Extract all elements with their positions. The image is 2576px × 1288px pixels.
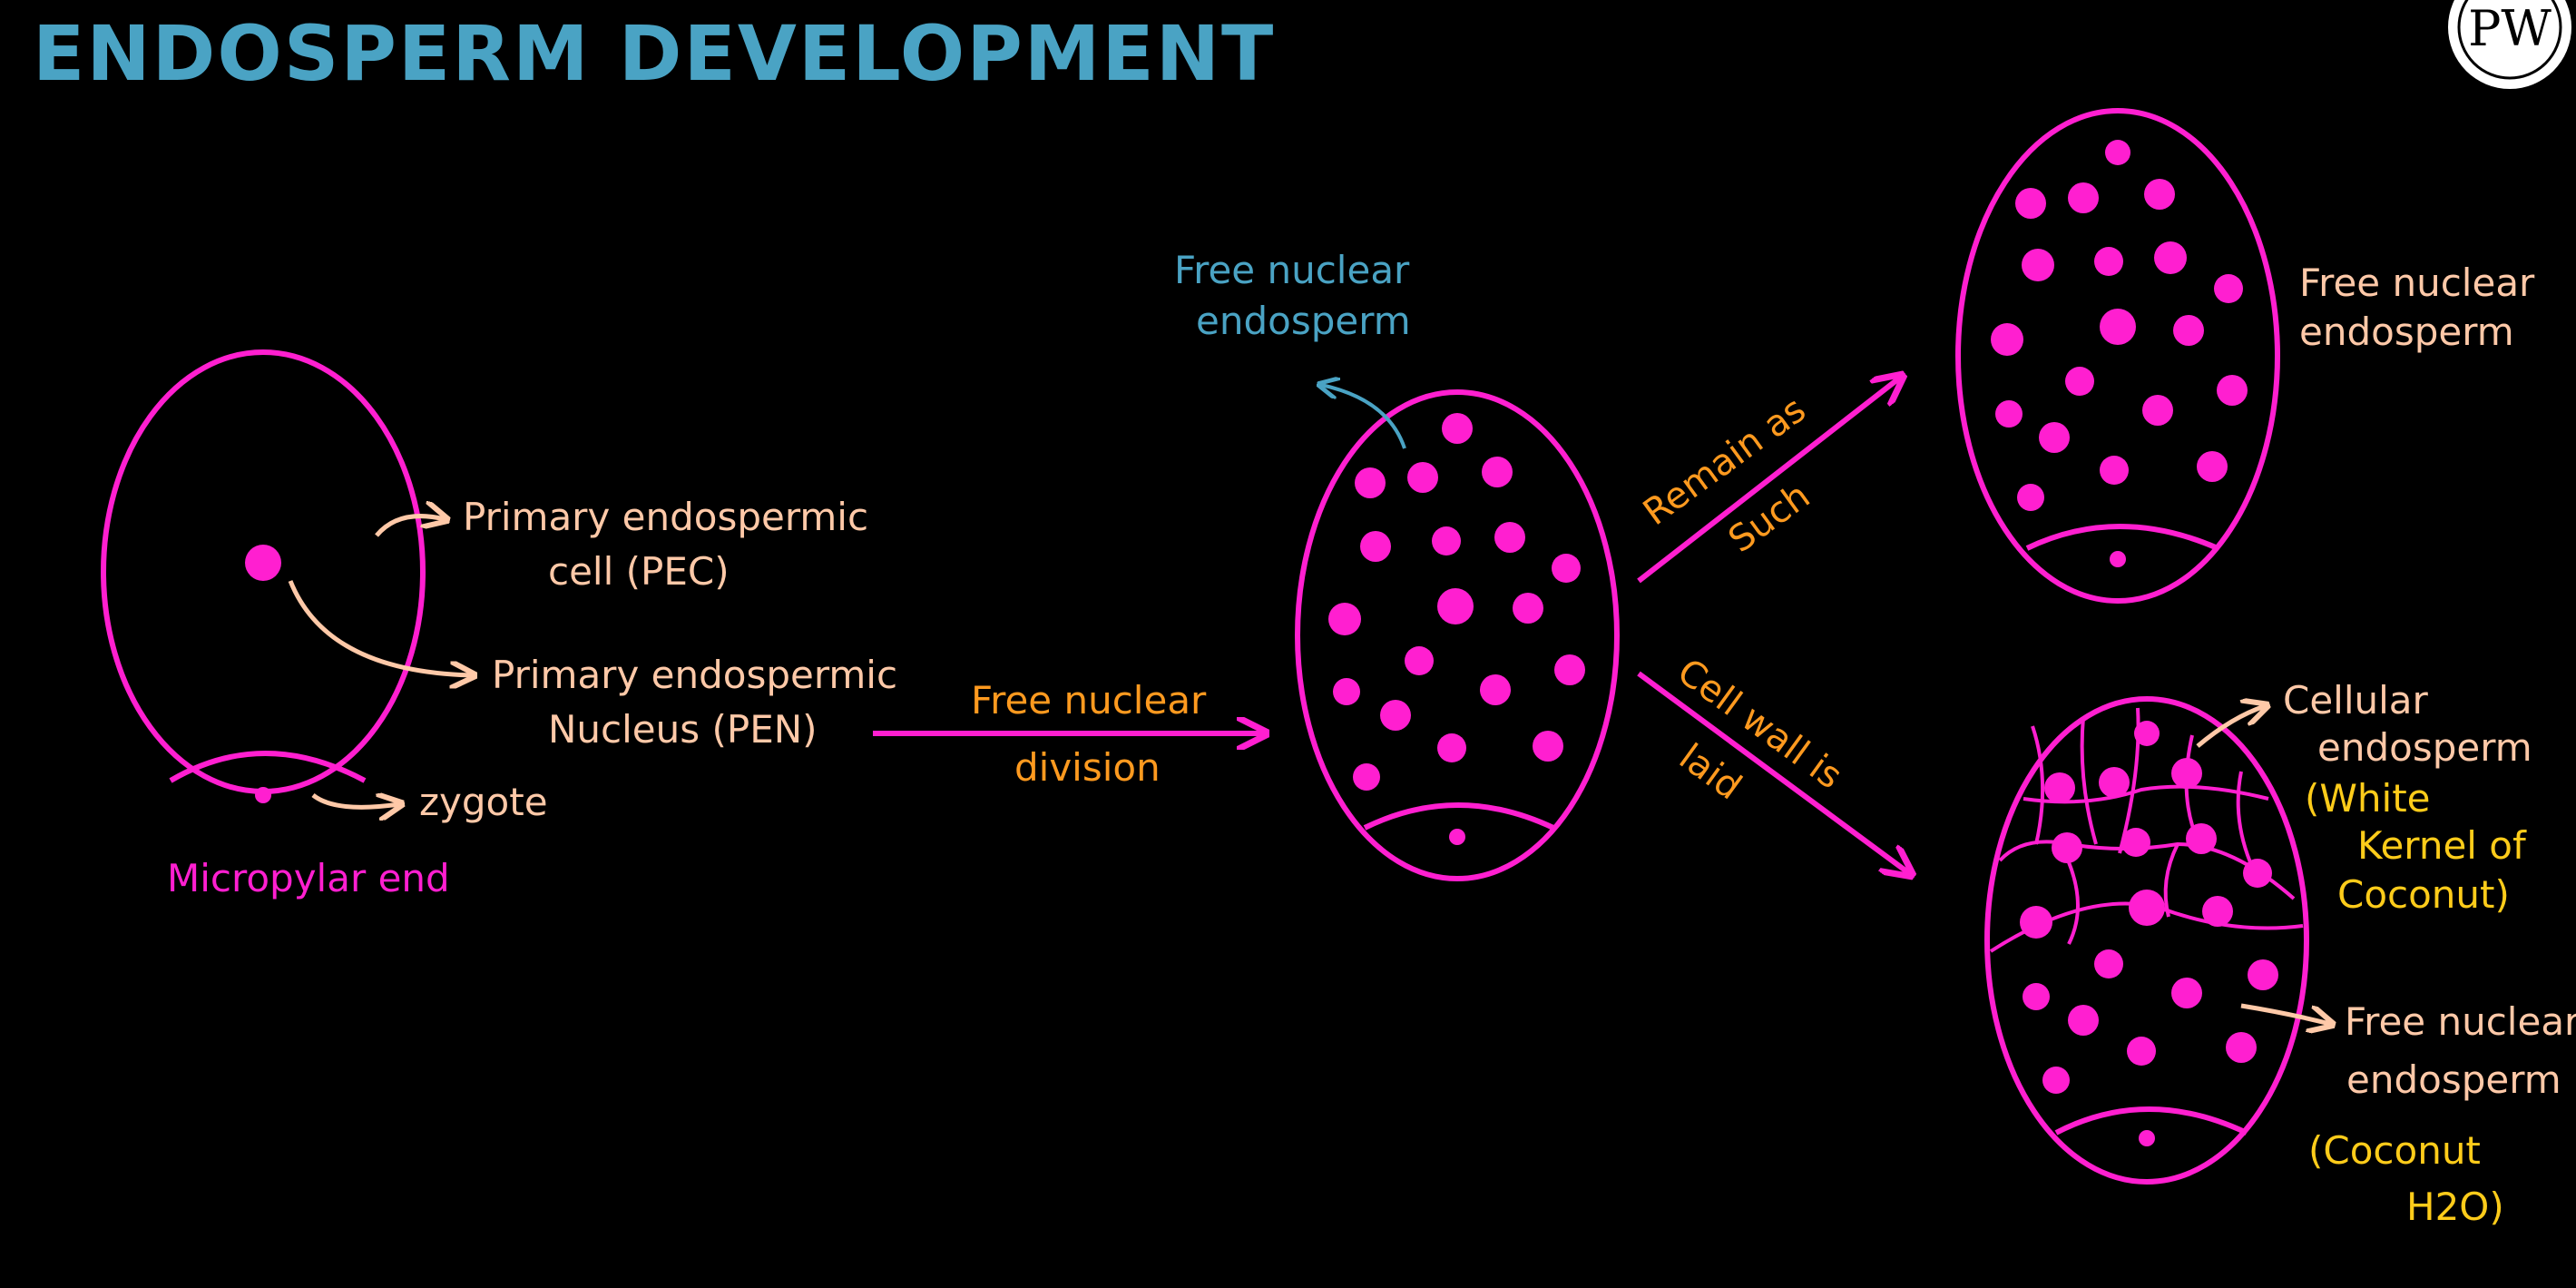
pec-nucleus [245, 545, 281, 581]
zygote-dot [255, 787, 271, 803]
top-result-line1: Free nuclear [2299, 261, 2535, 305]
division-label-line2: division [1014, 745, 1161, 790]
logo-text: PW [2468, 0, 2552, 57]
pen-arrow [288, 580, 472, 675]
bottom-free-line1: Free nuclear [2345, 999, 2576, 1044]
pec-label-line1: Primary endospermic [463, 495, 868, 539]
pec-label-line2: cell (PEC) [548, 549, 730, 594]
remain-label-line2: Such [1721, 475, 1817, 561]
cellular-label-line1: Cellular [2283, 678, 2429, 723]
cellwall-arrow [1637, 671, 1909, 873]
cellular-arrow [2196, 706, 2265, 748]
bottom-free-line2: endosperm [2346, 1057, 2561, 1102]
free-nuclei-top [1991, 140, 2248, 511]
cellular-nuclei [2020, 721, 2272, 939]
stage1-embryo-sac [101, 349, 426, 803]
top-result-line2: endosperm [2299, 310, 2514, 354]
zygote-arrow [311, 795, 399, 807]
pw-logo-icon: PW [2448, 0, 2571, 89]
micropylar-label: Micropylar end [167, 856, 450, 900]
pen-label-line2: Nucleus (PEN) [548, 707, 818, 752]
pen-label-line1: Primary endospermic [492, 653, 897, 697]
stage2-label-line2: endosperm [1196, 299, 1411, 343]
stage3a-free-nuclear-sac [1955, 108, 2280, 604]
coconut-water-line2: H2O) [2406, 1185, 2504, 1229]
stage2-free-nuclear-sac [1295, 389, 1620, 881]
coconut-water-line1: (Coconut [2308, 1128, 2481, 1173]
bottom-free-arrow [2240, 1003, 2330, 1024]
white-kernel-line1: (White [2305, 776, 2431, 821]
white-kernel-line3: Coconut) [2337, 872, 2510, 917]
page-title: ENDOSPERM DEVELOPMENT [33, 9, 1275, 98]
stage3b-cellular-sac [1984, 696, 2309, 1185]
free-nuclei-bottom [2023, 949, 2278, 1094]
white-kernel-line2: Kernel of [2357, 823, 2527, 868]
stage2-label-arrow [1321, 385, 1406, 449]
cellular-label-line2: endosperm [2317, 725, 2532, 770]
pec-arrow [375, 516, 445, 537]
remain-arrow [1637, 378, 1900, 584]
zygote-label: zygote [419, 780, 548, 824]
free-nuclei [1328, 413, 1585, 791]
division-label-line1: Free nuclear [971, 678, 1207, 723]
stage2-label-line1: Free nuclear [1174, 248, 1410, 292]
